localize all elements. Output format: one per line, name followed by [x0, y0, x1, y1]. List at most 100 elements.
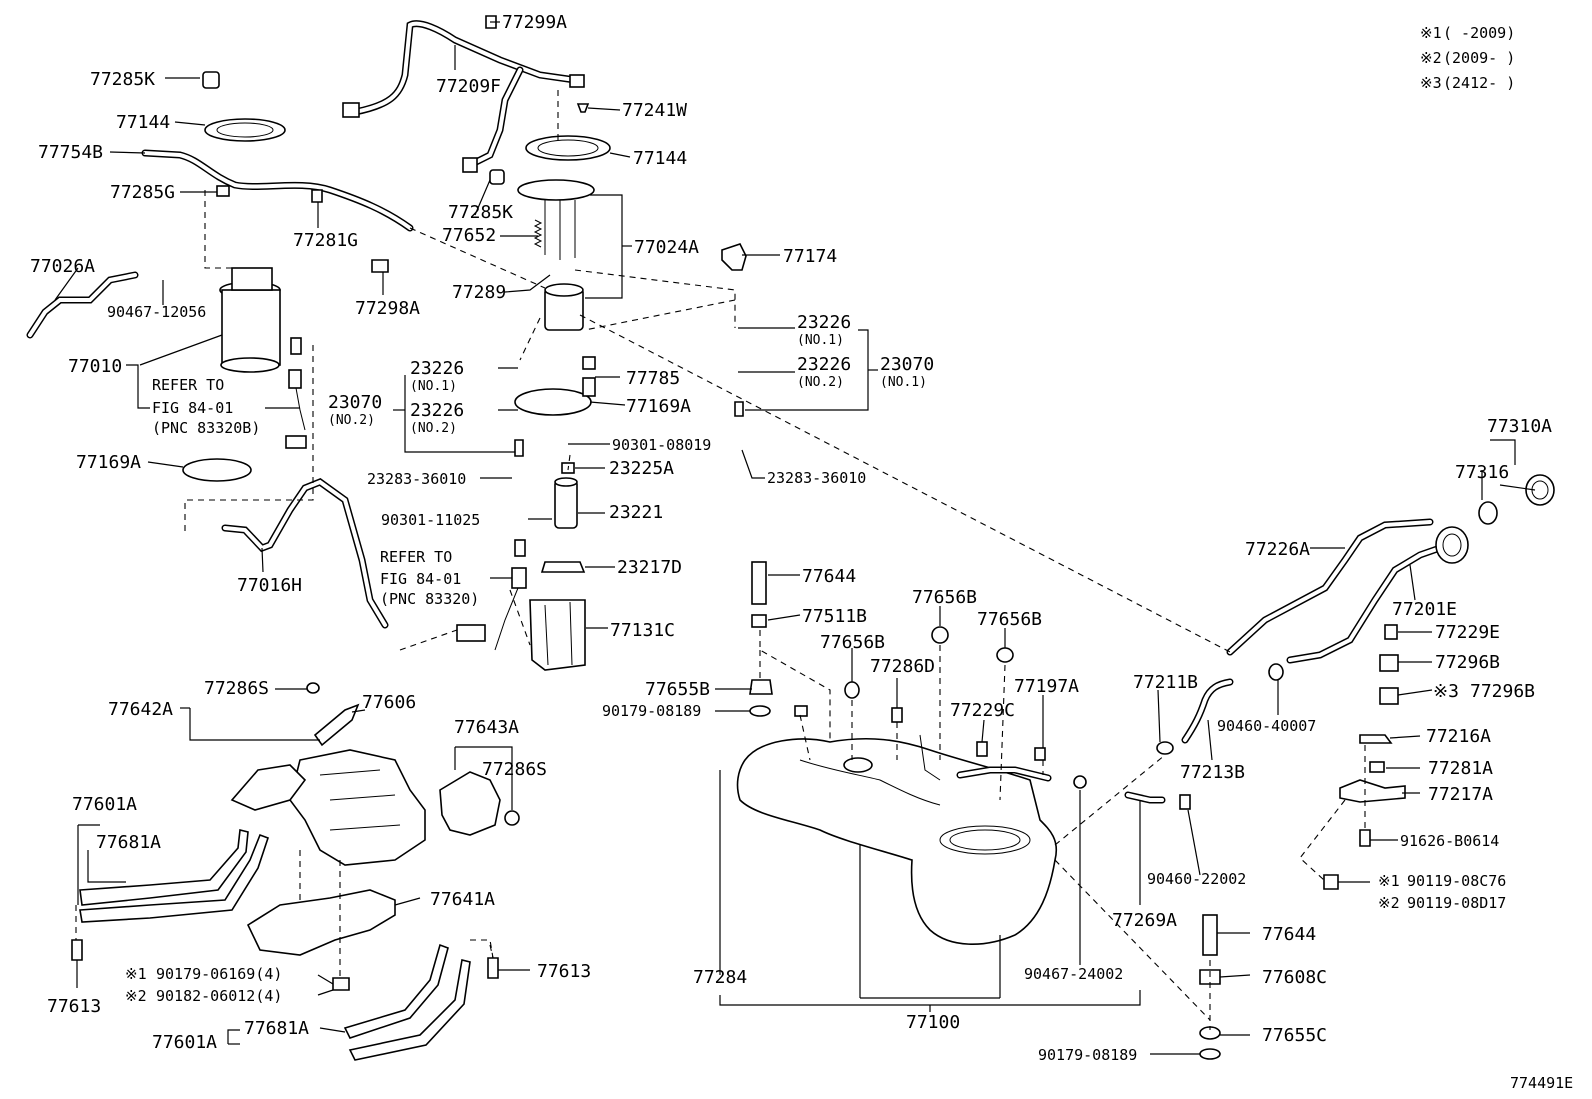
protector-77606 [230, 749, 426, 866]
label-77241W: 77241W [622, 100, 687, 121]
label-90119-mark1: ※1 [1378, 872, 1400, 890]
clip-90467-24002 [1073, 775, 1087, 789]
label-77010: 77010 [68, 356, 122, 377]
bolt-77613-left [71, 939, 83, 961]
label-77641A: 77641A [430, 889, 495, 910]
strap-lower [343, 943, 471, 1061]
clip-77229C [976, 741, 988, 757]
grommet-77656B-b [996, 647, 1014, 663]
label-90119-mark2: ※2 [1378, 894, 1400, 912]
clip-77281A [1369, 761, 1385, 773]
label-77601A-lower: 77601A [152, 1032, 217, 1053]
clip-77285G [216, 185, 230, 197]
label-77286D: 77286D [870, 656, 935, 677]
bolt-77613-right [487, 957, 499, 979]
clip-77229E [1384, 624, 1398, 640]
part-77241W [576, 103, 590, 113]
label-77229E: 77229E [1435, 622, 1500, 643]
ring-77169A-left [182, 458, 252, 482]
label-77316: 77316 [1455, 462, 1509, 483]
label-77296B-mark: ※3 [1433, 681, 1459, 702]
label-23226-left-1-no: (NO.1) [410, 379, 457, 394]
label-77217A: 77217A [1428, 784, 1493, 805]
label-77286S-right: 77286S [482, 759, 547, 780]
hose-77026A [26, 271, 139, 339]
hose-77269A [1124, 791, 1166, 804]
sender-83320 [456, 539, 527, 651]
refer-b-line3: (PNC 83320B) [152, 419, 260, 437]
label-77310A: 77310A [1487, 416, 1552, 437]
cup-77131C [529, 599, 586, 671]
label-90467-12056: 90467-12056 [107, 303, 206, 321]
tube-77754B [141, 149, 414, 232]
label-77174: 77174 [783, 246, 837, 267]
grommet-77511B [751, 614, 767, 628]
clip-77286S-top [306, 682, 320, 694]
label-77652: 77652 [442, 225, 496, 246]
assembly-lines [75, 90, 1366, 1030]
label-77213B: 77213B [1180, 762, 1245, 783]
label-90301-11025: 90301-11025 [381, 511, 480, 529]
label-77169A-right: 77169A [626, 396, 691, 417]
fuel-filter-77010 [219, 267, 281, 373]
label-90467-24002: 90467-24002 [1024, 965, 1123, 983]
label-77144-right: 77144 [633, 148, 687, 169]
sender-83320B [285, 337, 307, 449]
label-23226-right-2: 23226 [797, 354, 851, 375]
label-90460-22002: 90460-22002 [1147, 870, 1246, 888]
label-77785: 77785 [626, 368, 680, 389]
part-labels: 77299A 77209F 77285K 77144 77241W 77754B… [30, 12, 1552, 1064]
label-77644-top: 77644 [802, 566, 856, 587]
label-77197A: 77197A [1014, 676, 1079, 697]
label-77216A: 77216A [1426, 726, 1491, 747]
label-77100: 77100 [906, 1012, 960, 1033]
label-77201E: 77201E [1392, 599, 1457, 620]
label-77229C: 77229C [950, 700, 1015, 721]
label-23070-no1-no: (NO.1) [880, 375, 927, 390]
washer-90179-left [749, 705, 771, 717]
label-77024A: 77024A [634, 237, 699, 258]
bracket-77217A [1339, 779, 1406, 803]
label-77285K-top: 77285K [90, 69, 155, 90]
label-77285G: 77285G [110, 182, 175, 203]
label-77681A-upper: 77681A [96, 832, 161, 853]
clip-77286S-right [504, 810, 520, 826]
refer-b-line1: REFER TO [152, 376, 224, 394]
cap-77310A [1525, 474, 1555, 506]
note-3-range: (2412- ) [1443, 74, 1515, 92]
label-90179-06169: 90179-06169(4) [156, 965, 282, 983]
label-77644-bottom: 77644 [1262, 924, 1316, 945]
clip-90460-22002 [1179, 794, 1191, 810]
label-77642A: 77642A [108, 699, 173, 720]
bolt-right [734, 401, 744, 417]
label-77281A: 77281A [1428, 758, 1493, 779]
label-23283-36010-left: 23283-36010 [367, 470, 466, 488]
clip-77296B-a [1379, 654, 1399, 672]
strap-upper [79, 829, 270, 923]
bracket-77643A [439, 771, 501, 836]
grommet-77284 [794, 705, 808, 717]
note-2-range: (2009- ) [1443, 49, 1515, 67]
protector-77641A [246, 889, 396, 956]
label-77131C: 77131C [610, 620, 675, 641]
label-77144-left: 77144 [116, 112, 170, 133]
label-77754B: 77754B [38, 142, 103, 163]
label-23226-right-2-no: (NO.2) [797, 375, 844, 390]
wire-harness-77209F [342, 20, 585, 173]
label-90179-06169-mark: ※1 [125, 965, 147, 983]
note-1-range: ( -2009) [1443, 24, 1515, 42]
label-77016H: 77016H [237, 575, 302, 596]
ring-77169A-right [514, 388, 592, 416]
label-77211B: 77211B [1133, 672, 1198, 693]
label-77655B: 77655B [645, 679, 710, 700]
bolt-90119 [1323, 874, 1339, 890]
clip-77281G [311, 189, 323, 203]
fuel-tank-77100 [736, 734, 1058, 945]
label-77656B-b: 77656B [977, 609, 1042, 630]
connector-77285K-mid [489, 169, 505, 185]
refer-a-line2: FIG 84-01 [380, 570, 461, 588]
label-77289: 77289 [452, 282, 506, 303]
label-23225A: 23225A [609, 458, 674, 479]
bracket-77174 [721, 243, 747, 271]
